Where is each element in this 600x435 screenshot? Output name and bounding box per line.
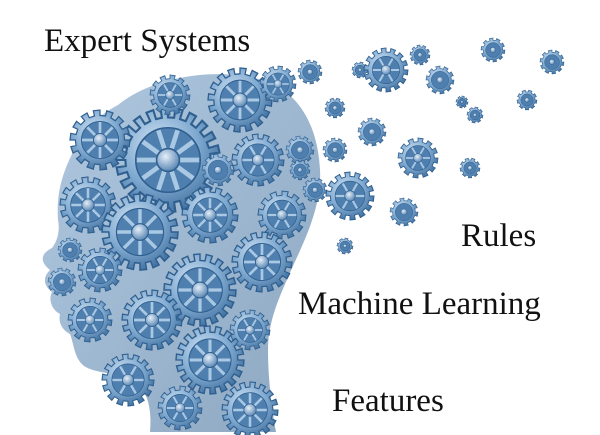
gear-icon [69,109,131,171]
features-label: Features [332,383,444,419]
gear-icon [229,309,271,351]
gear-icon [221,381,279,435]
gear-icon [466,106,484,124]
gear-icon [101,193,179,271]
gear-icon [357,117,387,147]
gear-icon [157,385,203,431]
gear-icon [351,61,369,79]
gear-icon [67,297,113,343]
gear-icon [181,186,239,244]
gear-icon [389,197,419,227]
gear-icon [175,325,245,395]
gear-icon [363,47,409,93]
gear-icon [101,353,155,407]
gear-icon [207,67,273,133]
gear-icon [57,237,83,263]
gear-icon [459,157,481,179]
gear-icon [59,176,117,234]
rules-label: Rules [461,218,537,254]
gear-icon [121,289,183,351]
gear-icon [516,89,538,111]
gear-icon [285,135,315,165]
gear-icon [47,267,77,297]
gear-icon [397,137,439,179]
gear-icon [201,153,235,187]
gear-icon [302,177,328,203]
gear-icon [163,253,237,327]
gear-icon [231,133,285,187]
gear-icon [289,159,311,181]
gear-icon [455,95,469,109]
machine-learning-label: Machine Learning [298,286,541,322]
gear-icon [149,74,191,116]
gear-icon [336,237,354,255]
gear-icon [322,137,348,163]
gear-icon [231,231,293,293]
gears-group [47,37,565,435]
gear-icon [259,65,297,103]
gear-icon [409,44,431,66]
gear-icon [325,171,375,221]
gear-icon [324,97,346,119]
gear-icon [257,190,307,240]
expert-systems-label: Expert Systems [44,23,251,59]
gear-icon [297,59,323,85]
gear-icon [480,37,506,63]
gear-icon [425,65,455,95]
gear-icon [539,49,565,75]
gear-icon [77,247,123,293]
gear-icon [114,106,222,214]
